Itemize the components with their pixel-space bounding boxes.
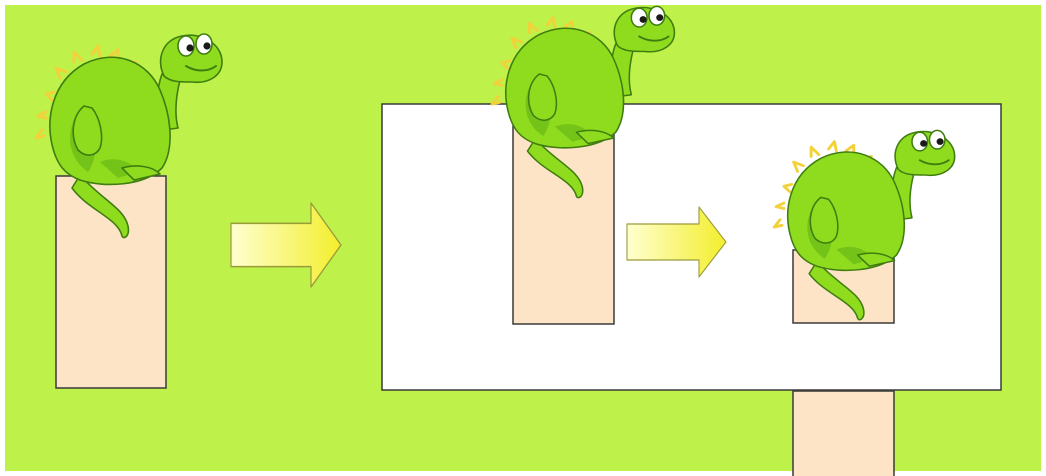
block-below-panel <box>792 390 895 476</box>
tall-block-center <box>512 125 615 325</box>
